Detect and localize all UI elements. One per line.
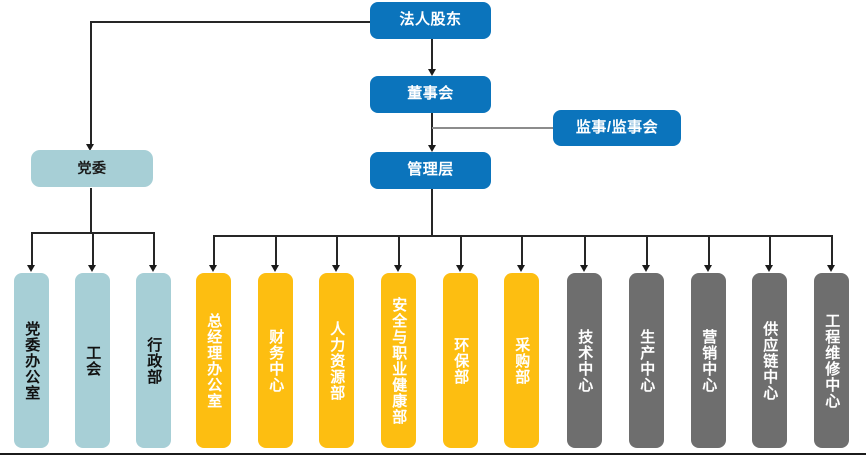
arrow-to-engineering-maintenance-center [827, 265, 835, 272]
arrow-to-labor-union [88, 265, 96, 272]
connector-mgmt-drop-6 [521, 235, 523, 265]
leaf-supply-chain-center[interactable]: 供应链中心 [752, 273, 787, 448]
leaf-label: 财务中心 [267, 328, 285, 393]
connector-mgmt-drop-9 [708, 235, 710, 265]
leaf-label: 安全与职业健康部 [390, 296, 408, 425]
connector-mgmt-drop-3 [336, 235, 338, 265]
node-party-committee[interactable]: 党委 [31, 150, 153, 187]
leaf-environment-dept[interactable]: 环保部 [443, 273, 478, 448]
leaf-procurement-dept[interactable]: 采购部 [504, 273, 539, 448]
connector-mgmt-drop-11 [831, 235, 833, 265]
leaf-labor-union[interactable]: 工会 [75, 273, 110, 448]
arrow-to-management [427, 145, 436, 152]
leaf-label: 环保部 [452, 336, 470, 385]
connector-management-down [431, 188, 433, 235]
arrow-to-technology-center [580, 265, 588, 272]
connector-mgmt-drop-4 [398, 235, 400, 265]
bottom-divider [0, 453, 866, 455]
arrow-to-marketing-center [704, 265, 712, 272]
connector-mgmt-drop-5 [460, 235, 462, 265]
connector-board-to-management [431, 112, 433, 145]
leaf-finance-center[interactable]: 财务中心 [258, 273, 293, 448]
arrow-to-finance-center [271, 265, 279, 272]
arrow-to-party-office [27, 265, 35, 272]
leaf-hr-dept[interactable]: 人力资源部 [319, 273, 354, 448]
connector-party-drop-1 [31, 232, 33, 265]
leaf-label: 行政部 [145, 336, 163, 385]
arrow-to-hr-dept [332, 265, 340, 272]
arrow-to-procurement-dept [517, 265, 525, 272]
arrow-to-production-center [642, 265, 650, 272]
node-board-of-directors[interactable]: 董事会 [370, 76, 491, 113]
node-supervisor[interactable]: 监事/监事会 [553, 110, 681, 146]
leaf-safety-health-dept[interactable]: 安全与职业健康部 [381, 273, 416, 448]
connector-shareholder-to-party-horizontal [90, 21, 371, 23]
connector-mgmt-drop-7 [584, 235, 586, 265]
leaf-label: 总经理办公室 [205, 312, 223, 409]
leaf-label: 人力资源部 [328, 320, 346, 401]
leaf-label: 工程维修中心 [823, 312, 841, 409]
connector-supervisor-to-spine [432, 127, 554, 130]
leaf-label: 党委办公室 [23, 320, 41, 401]
leaf-label: 工会 [84, 344, 102, 377]
leaf-label: 营销中心 [700, 328, 718, 393]
connector-party-drop-2 [92, 232, 94, 265]
connector-mgmt-drop-10 [769, 235, 771, 265]
arrow-to-environment-dept [456, 265, 464, 272]
node-shareholder[interactable]: 法人股东 [370, 2, 491, 39]
leaf-admin-dept[interactable]: 行政部 [136, 273, 171, 448]
connector-mgmt-drop-1 [213, 235, 215, 265]
leaf-label: 技术中心 [576, 328, 594, 393]
leaf-label: 供应链中心 [761, 320, 779, 401]
arrow-to-gm-office [209, 265, 217, 272]
connector-mgmt-drop-2 [275, 235, 277, 265]
connector-shareholder-to-board [431, 39, 433, 69]
arrow-to-admin-dept [149, 265, 157, 272]
leaf-engineering-maintenance-center[interactable]: 工程维修中心 [814, 273, 849, 448]
arrow-to-supply-chain-center [765, 265, 773, 272]
leaf-technology-center[interactable]: 技术中心 [567, 273, 602, 448]
connector-party-down [90, 188, 92, 232]
arrow-to-party-committee [86, 144, 94, 151]
leaf-label: 生产中心 [638, 328, 656, 393]
leaf-marketing-center[interactable]: 营销中心 [691, 273, 726, 448]
arrow-to-board [427, 69, 436, 76]
node-management[interactable]: 管理层 [370, 152, 491, 189]
leaf-label: 采购部 [513, 336, 531, 385]
leaf-gm-office[interactable]: 总经理办公室 [196, 273, 231, 448]
connector-mgmt-drop-8 [646, 235, 648, 265]
arrow-to-safety-health-dept [394, 265, 402, 272]
connector-party-drop-3 [153, 232, 155, 265]
connector-shareholder-to-party-vertical [90, 21, 92, 144]
leaf-production-center[interactable]: 生产中心 [629, 273, 664, 448]
leaf-party-office[interactable]: 党委办公室 [14, 273, 49, 448]
